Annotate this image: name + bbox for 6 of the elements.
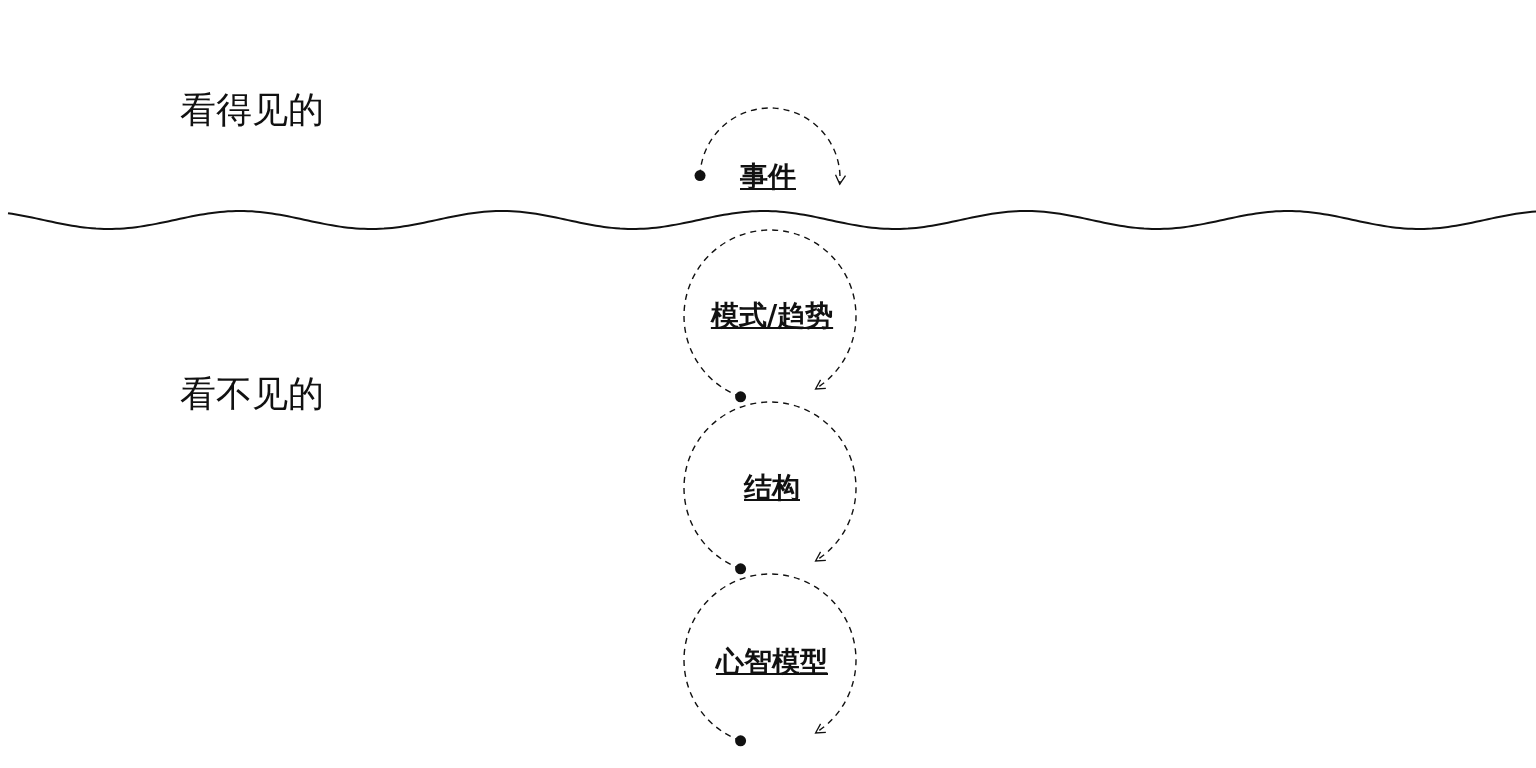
node-label: 心智模型	[716, 643, 828, 681]
node-label: 模式/趋势	[710, 297, 834, 335]
zone-label: 看得见的	[180, 88, 324, 132]
zone-label: 看不见的	[180, 372, 324, 416]
node-label: 事件	[740, 158, 796, 196]
node-label: 结构	[744, 469, 800, 507]
